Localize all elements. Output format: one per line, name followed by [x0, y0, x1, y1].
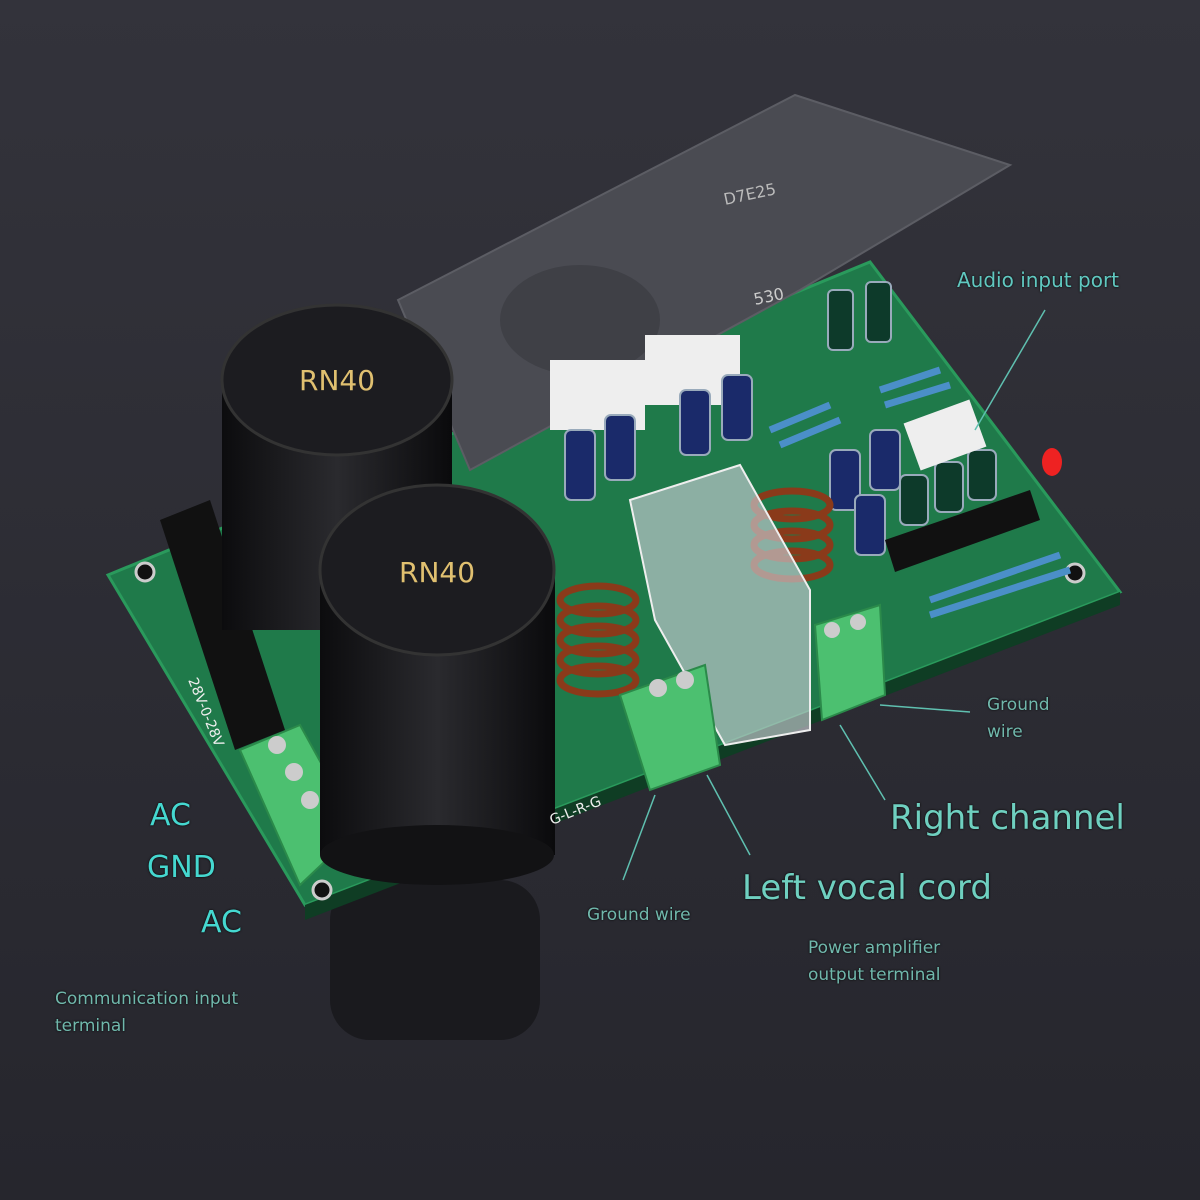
- mount-hole: [134, 561, 156, 583]
- label-power-amplifier-output: Power amplifier output terminal: [808, 938, 941, 985]
- output-terminal-right: [813, 603, 887, 722]
- relay: [628, 463, 811, 747]
- callout-lines: [622, 309, 1046, 881]
- small-capacitors: [564, 374, 901, 556]
- led: [1042, 448, 1062, 476]
- label-left-vocal-cord: Left vocal cord: [742, 868, 992, 908]
- label-ac-top: AC: [150, 798, 191, 833]
- label-communication-input: Communication input terminal: [55, 989, 239, 1036]
- label-gnd: GND: [147, 850, 216, 885]
- resistors: [768, 366, 1072, 619]
- output-terminal-left: [618, 663, 722, 792]
- label-ground-wire-right: Ground wire: [987, 695, 1050, 742]
- label-audio-input-port: Audio input port: [957, 268, 1120, 292]
- capacitor-marking: RN40: [299, 364, 375, 397]
- small-capacitors-green: [827, 281, 997, 526]
- audio-input-connector: [903, 399, 987, 471]
- mount-hole: [311, 879, 333, 901]
- ic-chip: [885, 490, 1040, 572]
- output-inductor: [556, 582, 640, 698]
- capacitor-marking: RN40: [399, 556, 475, 589]
- capacitor-reflection: [330, 880, 540, 1040]
- label-ac-bottom: AC: [201, 905, 242, 940]
- filter-capacitor-front: RN40: [318, 483, 556, 885]
- label-right-channel: Right channel: [890, 798, 1125, 838]
- label-ground-wire-left: Ground wire: [587, 905, 691, 925]
